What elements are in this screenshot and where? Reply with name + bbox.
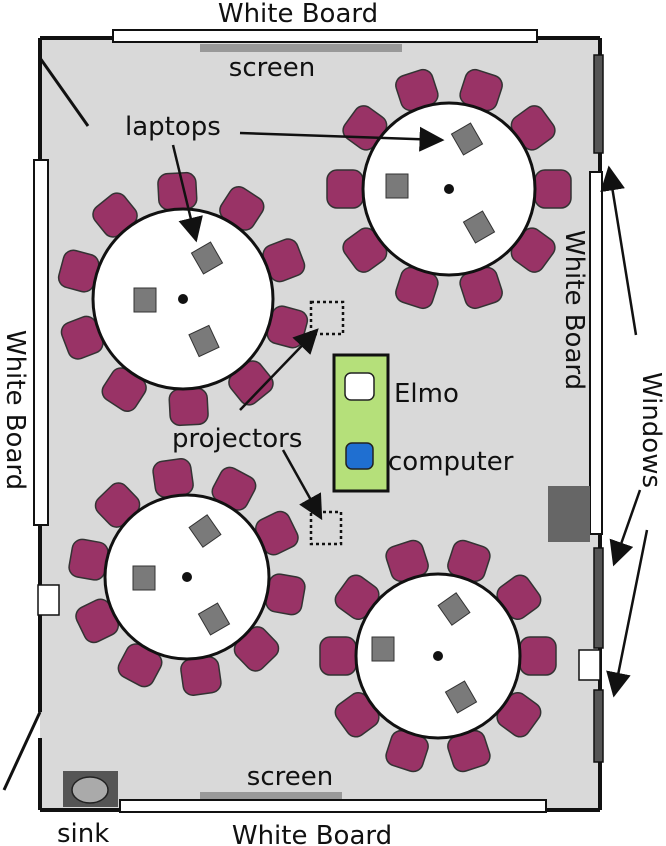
arrow-windows-2 — [609, 489, 642, 567]
laptops-label: laptops — [125, 112, 221, 142]
arrow-laptops-2 — [171, 144, 203, 243]
laptop-icon — [188, 324, 220, 358]
laptop-icon — [437, 592, 471, 626]
elmo-label: Elmo — [394, 379, 459, 409]
table-center-dot — [182, 572, 192, 582]
laptop-icon — [133, 287, 157, 313]
projector-2-icon — [309, 510, 343, 546]
laptop-icon — [462, 210, 496, 244]
elmo-icon — [344, 372, 375, 401]
projector-1-icon — [309, 300, 345, 336]
arrow-projector-1 — [239, 328, 319, 411]
screen-top — [200, 44, 402, 52]
wall-socket-left — [37, 584, 60, 616]
chair-icon — [519, 636, 557, 676]
chair-icon — [157, 171, 198, 211]
computer-label: computer — [388, 447, 514, 477]
arrow-windows-1 — [600, 165, 638, 336]
chair-icon — [326, 169, 364, 209]
chair-icon — [534, 169, 572, 209]
projectors-label: projectors — [172, 424, 302, 454]
windows-label: Windows — [636, 372, 666, 488]
computer-icon — [345, 442, 374, 470]
laptop-icon — [188, 514, 222, 548]
sink-label: sink — [57, 819, 109, 846]
table-group — [319, 539, 557, 773]
window-2 — [593, 547, 604, 649]
whiteboard-right — [589, 171, 603, 535]
laptop-icon — [371, 636, 395, 662]
laptop-icon — [197, 602, 231, 636]
table-center-dot — [178, 294, 188, 304]
table-group — [57, 171, 309, 427]
whiteboard-left-label: White Board — [0, 330, 30, 490]
cabinet — [548, 486, 590, 542]
table-center-dot — [433, 651, 443, 661]
chair-icon — [152, 458, 194, 498]
screen-bottom — [200, 792, 342, 799]
table-group — [326, 68, 572, 310]
table-groups — [57, 68, 572, 773]
chair-icon — [180, 656, 222, 696]
whiteboard-right-label: White Board — [559, 230, 589, 390]
screen-bottom-label: screen — [247, 762, 333, 792]
chair-icon — [319, 636, 357, 676]
whiteboard-bottom-label: White Board — [232, 821, 392, 846]
screen-top-label: screen — [229, 53, 315, 83]
arrow-projector-2 — [281, 449, 323, 521]
whiteboard-top — [112, 29, 538, 43]
chair-icon — [68, 538, 109, 581]
laptop-icon — [444, 680, 478, 714]
whiteboard-top-label: White Board — [218, 0, 378, 29]
window-3 — [593, 689, 604, 763]
annotation-arrows — [171, 126, 649, 698]
window-1 — [593, 54, 604, 154]
arrow-windows-3 — [606, 529, 649, 698]
table-group — [68, 458, 306, 696]
table-center-dot — [444, 184, 454, 194]
whiteboard-bottom — [119, 799, 547, 813]
laptop-icon — [132, 565, 156, 591]
chair-icon — [265, 573, 306, 616]
wall-socket-right — [578, 649, 601, 681]
sink-basin-icon — [71, 776, 109, 804]
arrow-laptops-1 — [239, 126, 445, 152]
laptop-icon — [450, 122, 484, 156]
laptop-icon — [190, 241, 224, 275]
laptop-icon — [385, 173, 409, 199]
chair-icon — [168, 387, 209, 427]
whiteboard-left — [33, 159, 49, 526]
